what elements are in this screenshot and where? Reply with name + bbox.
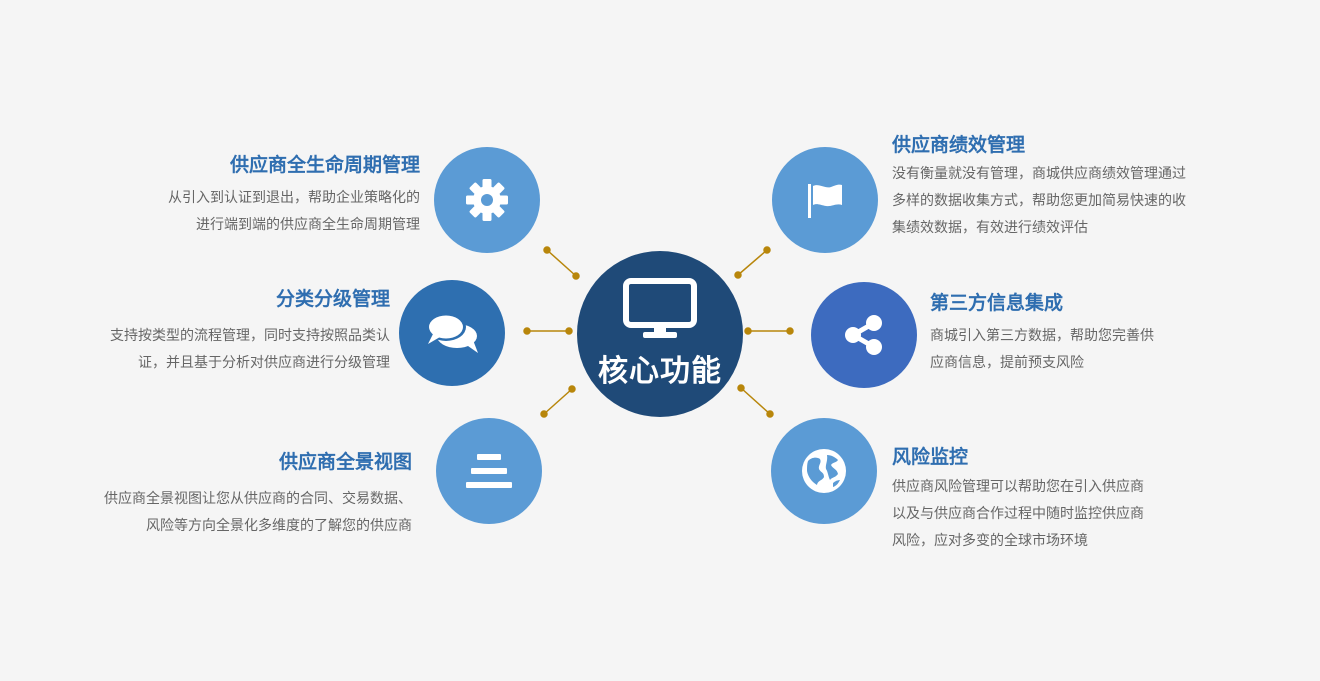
connector-bottom-left xyxy=(540,385,576,418)
connector-top-left xyxy=(543,246,580,280)
flag-icon xyxy=(808,184,842,218)
feature-desc-panorama: 供应商全景视图让您从供应商的合同、交易数据、 风险等方向全景化多维度的了解您的供… xyxy=(104,491,412,534)
monitor-icon xyxy=(623,278,697,338)
chat-bubbles-icon xyxy=(426,313,478,353)
feature-circle-performance xyxy=(772,147,878,253)
connector-mid-left xyxy=(523,327,573,335)
feature-title-panorama: 供应商全景视图 xyxy=(278,451,412,473)
feature-title-lifecycle: 供应商全生命周期管理 xyxy=(229,154,420,176)
feature-circle-panorama xyxy=(436,418,542,524)
feature-desc-integration: 商城引入第三方数据，帮助您完善供 应商信息，提前预支风险 xyxy=(930,328,1154,371)
feature-desc-lifecycle: 从引入到认证到退出，帮助企业策略化的 进行端到端的供应商全生命周期管理 xyxy=(168,190,420,233)
center-label: 核心功能 xyxy=(598,354,722,389)
feature-circle-classification xyxy=(399,280,505,386)
feature-desc-risk: 供应商风险管理可以帮助您在引入供应商 以及与供应商合作过程中随时监控供应商 风险… xyxy=(892,479,1144,549)
feature-desc-performance: 没有衡量就没有管理，商城供应商绩效管理通过 多样的数据收集方式，帮助您更加简易快… xyxy=(892,166,1186,236)
globe-icon xyxy=(802,449,846,493)
connector-mid-right xyxy=(744,327,794,335)
gear-icon xyxy=(466,179,508,221)
feature-desc-classification: 支持按类型的流程管理，同时支持按照品类认 证，并且基于分析对供应商进行分级管理 xyxy=(110,328,390,371)
feature-title-integration: 第三方信息集成 xyxy=(930,292,1064,314)
feature-circle-risk xyxy=(771,418,877,524)
stack-bars-icon xyxy=(466,454,512,488)
feature-circle-integration xyxy=(811,282,917,388)
feature-title-performance: 供应商绩效管理 xyxy=(892,134,1026,156)
share-icon xyxy=(845,315,882,355)
connector-bottom-right xyxy=(737,384,774,418)
connector-top-right xyxy=(734,246,771,279)
feature-title-risk: 风险监控 xyxy=(892,446,969,468)
center-hub: 核心功能 xyxy=(577,251,743,417)
feature-circle-lifecycle xyxy=(434,147,540,253)
feature-title-classification: 分类分级管理 xyxy=(275,288,390,310)
